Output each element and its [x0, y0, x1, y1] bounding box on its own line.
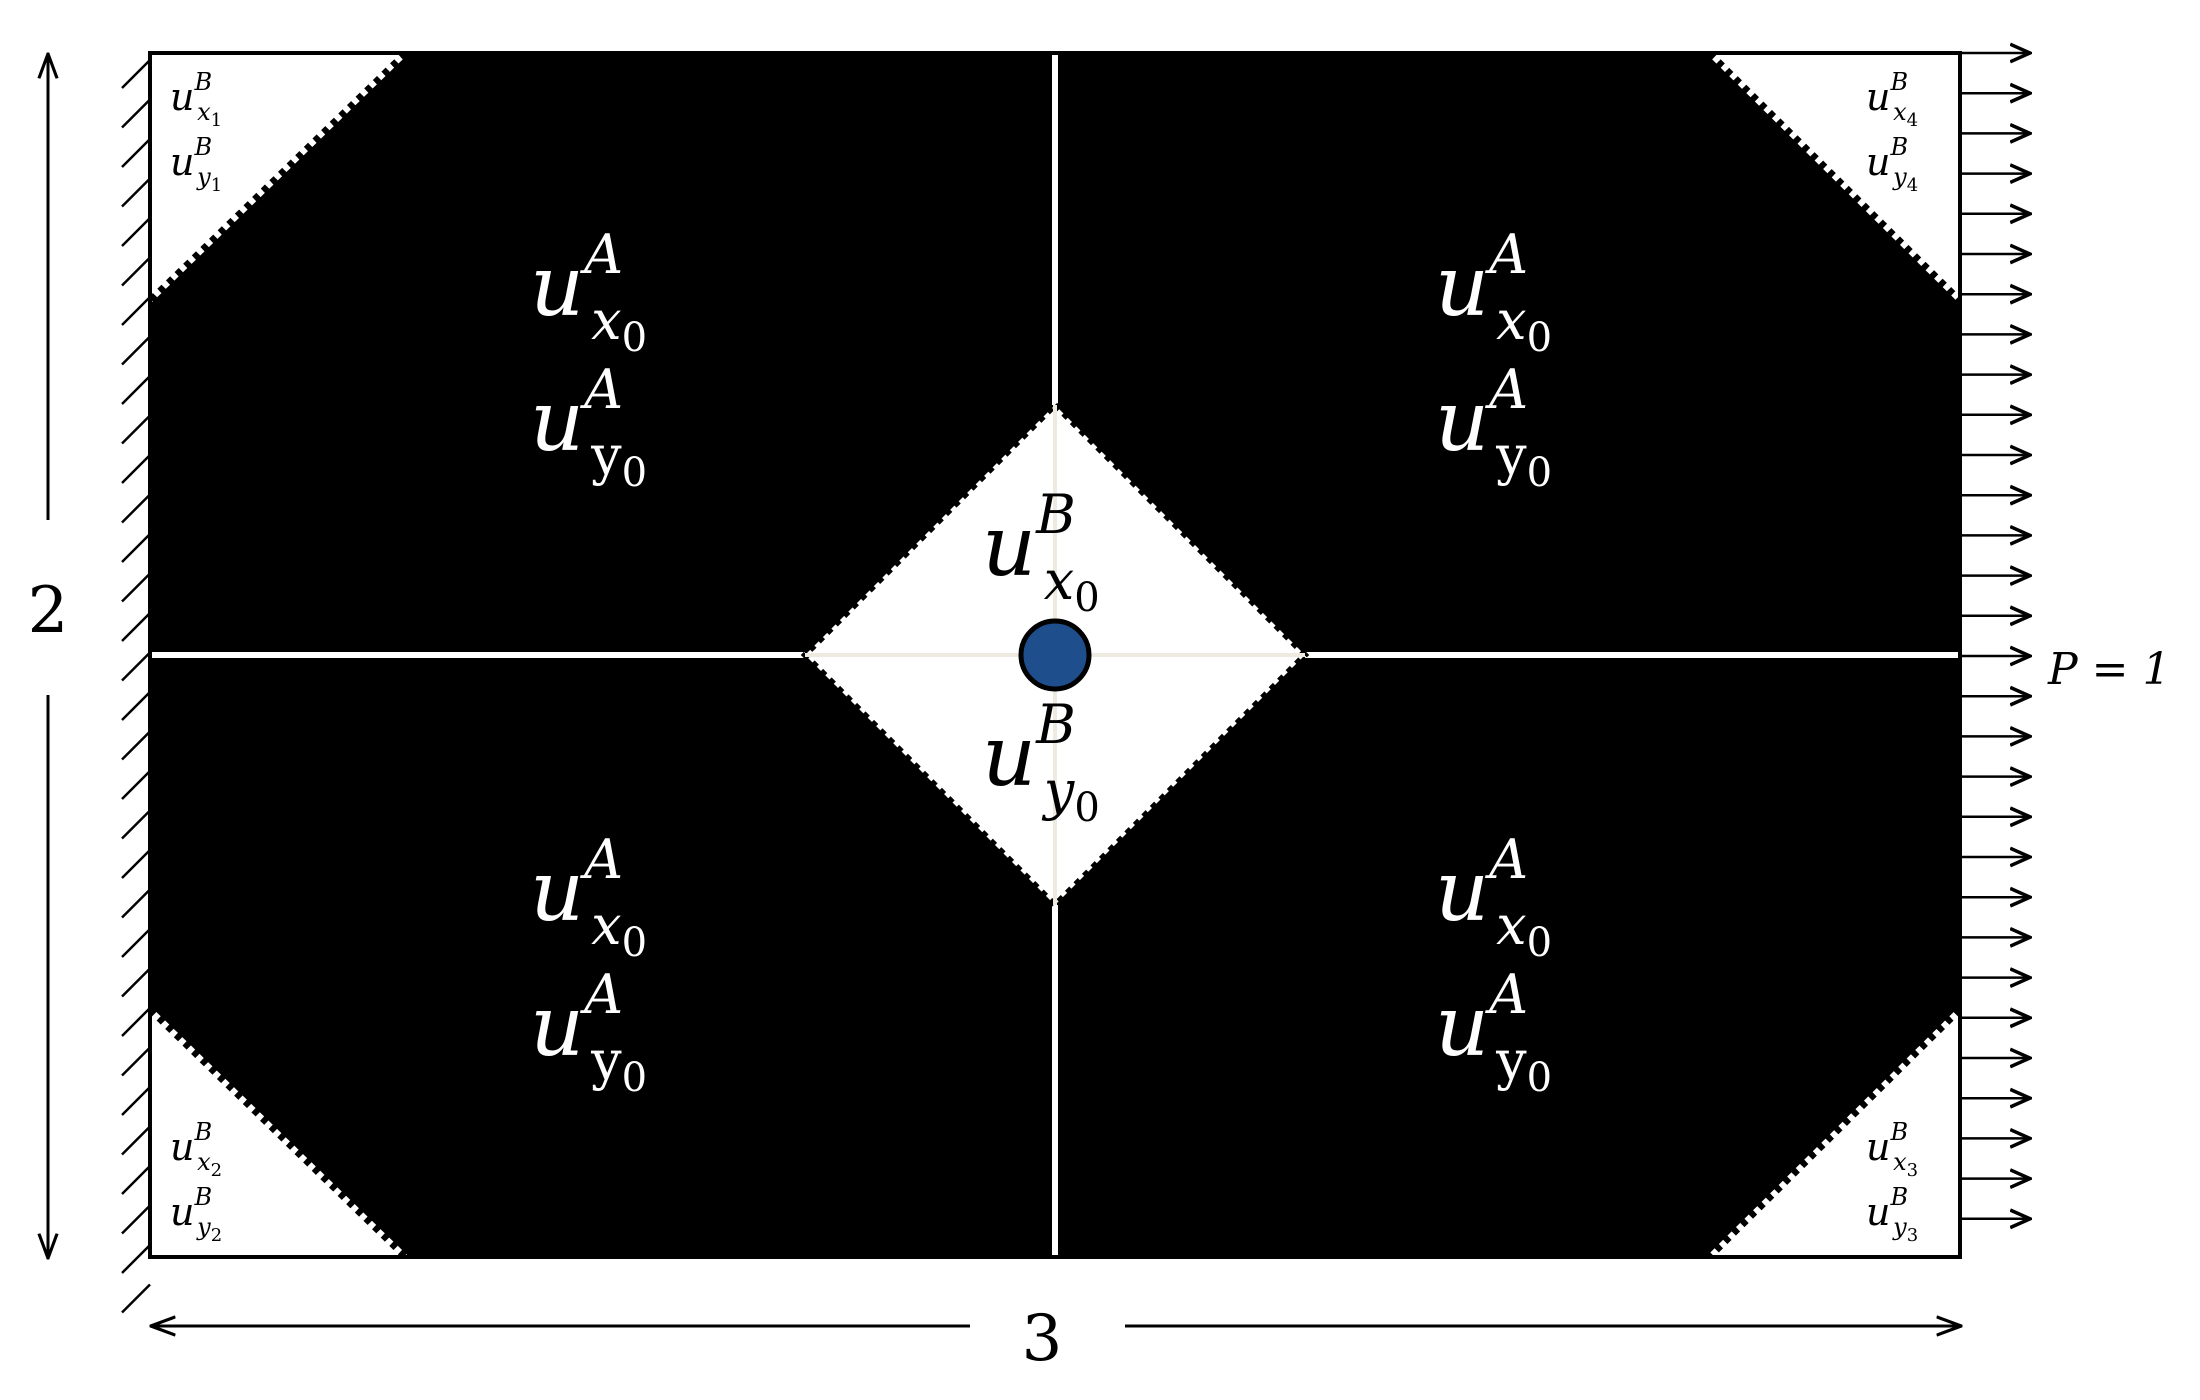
- support-hatch-mark: [121, 177, 151, 208]
- support-hatch-mark: [121, 770, 151, 800]
- support-hatch-mark: [121, 533, 151, 563]
- load-label: P = 1: [2047, 644, 2170, 695]
- support-hatch-mark: [121, 1125, 151, 1156]
- support-hatch-mark: [121, 651, 151, 682]
- corner-boundary-bottom-right-white: [1707, 1007, 1963, 1260]
- support-hatch-mark: [121, 928, 151, 958]
- support-hatch-mark: [121, 493, 151, 524]
- support-hatch-mark: [121, 691, 151, 721]
- support-hatch-mark: [121, 98, 151, 129]
- support-hatch-mark: [121, 454, 151, 484]
- corner-boundary-bottom-right: [1707, 1007, 1963, 1260]
- support-hatch-mark: [121, 414, 151, 445]
- corner-boundary-top-right-white: [1707, 50, 1963, 303]
- center-void-boundary: [800, 400, 1310, 910]
- support-hatch-mark: [121, 1283, 151, 1314]
- support-hatch-mark: [121, 1086, 151, 1116]
- center-node: [1018, 618, 1092, 692]
- support-hatch-mark: [121, 967, 151, 998]
- support-hatch-mark: [121, 612, 151, 642]
- support-hatch-mark: [121, 59, 151, 89]
- support-hatch-mark: [121, 730, 151, 761]
- corner-boundary-top-right: [1707, 50, 1963, 303]
- height-dimension-label: 2: [28, 574, 69, 648]
- support-hatch-mark: [121, 1046, 151, 1077]
- corner-boundary-bottom-left-white: [147, 1007, 408, 1260]
- support-hatch-mark: [121, 375, 151, 405]
- support-hatch-mark: [121, 138, 151, 168]
- support-hatch-mark: [121, 809, 151, 840]
- support-hatch-mark: [121, 335, 151, 366]
- support-hatch-mark: [121, 1204, 151, 1235]
- support-hatch-mark: [121, 888, 151, 919]
- support-hatch-mark: [121, 296, 151, 326]
- support-hatch-mark: [121, 1007, 151, 1037]
- support-hatch-mark: [121, 849, 151, 879]
- corner-boundary-top-left-white: [147, 50, 408, 303]
- applied-load-arrows: [1962, 53, 2030, 1219]
- support-hatch-mark: [121, 256, 151, 287]
- unit-cell-frame: [148, 51, 1962, 1259]
- support-hatch-mark: [121, 572, 151, 603]
- fixed-support-hatching: [121, 59, 151, 1314]
- width-dimension-label: 3: [1022, 1302, 1063, 1376]
- support-hatch-mark: [121, 217, 151, 247]
- support-hatch-mark: [121, 1244, 151, 1274]
- support-hatch-mark: [121, 1165, 151, 1195]
